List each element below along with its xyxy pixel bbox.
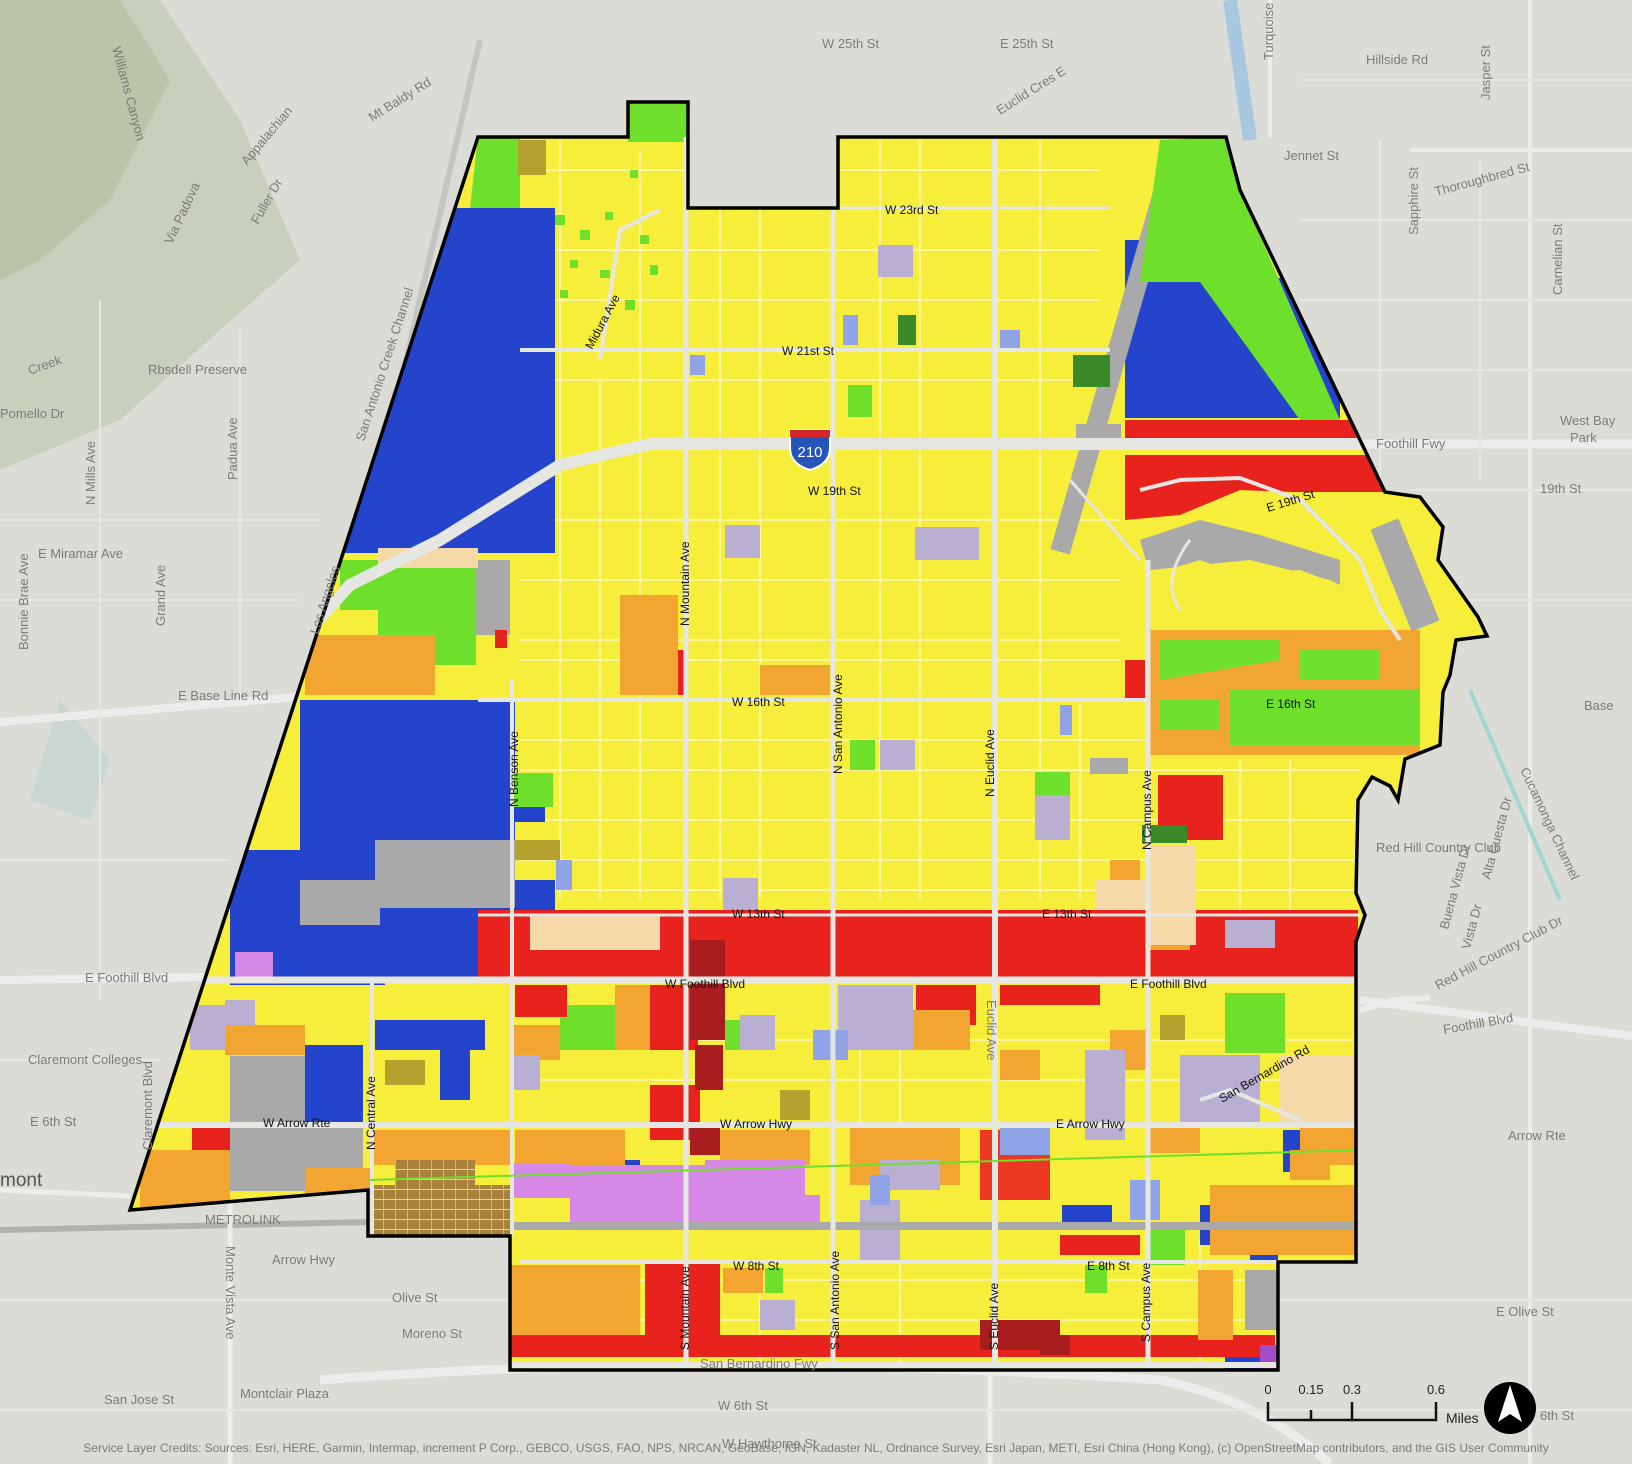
street-label: E 8th St [1087,1259,1130,1273]
basemap-label: Pomello Dr [0,406,65,421]
basemap-label: Carnelian St [1550,223,1565,295]
street-label: W 16th St [732,695,785,709]
basemap-label: West Bay [1560,413,1616,428]
street-label: N Euclid Ave [983,729,997,797]
basemap-label: Jennet St [1284,148,1339,163]
street-label: S Mountain Ave [678,1266,692,1350]
basemap-label: Red Hill Country Club [1376,840,1501,855]
north-arrow-icon [1484,1382,1536,1434]
street-label: N Campus Ave [1140,770,1154,850]
basemap-label: W Hawthorne St [722,1436,817,1451]
service-layer-credits: Service Layer Credits: Sources: Esri, HE… [83,1441,1549,1455]
street-label: W Arrow Hwy [720,1117,792,1131]
scale-bar: 0 0.15 0.3 0.6 Miles [1262,1382,1478,1430]
street-label: E 16th St [1266,697,1316,711]
basemap-label: Bonnie Brae Ave [16,553,31,650]
basemap-label: Claremont Colleges [28,1052,143,1067]
street-label: W 25th St [822,36,879,51]
street-label: S San Antonio Ave [828,1250,842,1350]
scale-units: Miles [1446,1410,1479,1426]
interstate-shield-icon: 210 [789,429,831,472]
basemap-label: Arrow Rte [1508,1128,1566,1143]
street-label: W 13th St [732,907,785,921]
basemap-label: METROLINK [205,1212,281,1227]
basemap-label: Base [1584,698,1614,713]
basemap-label: Monte Vista Ave [223,1246,238,1339]
basemap-label: Euclid Ave [984,1000,999,1060]
basemap-label: E 6th St [30,1114,77,1129]
street-label: W 23rd St [885,203,939,217]
street-label: E 25th St [1000,36,1054,51]
scale-tick: 0.15 [1298,1382,1324,1397]
basemap-label: Padua Ave [225,417,240,480]
basemap-label: Hillside Rd [1366,52,1428,67]
street-label: N San Antonio Ave [831,674,845,774]
basemap-label: Foothill Fwy [1376,436,1446,451]
basemap-label: E Base Line Rd [178,688,268,703]
basemap-label: San Jose St [104,1392,174,1407]
basemap-label: Park [1570,430,1597,445]
basemap-label: mont [0,1170,43,1191]
basemap-label: Turquoise [1261,3,1276,60]
scale-tick: 0.6 [1426,1382,1446,1397]
street-label: N Mountain Ave [678,541,692,626]
basemap-label: Arrow Hwy [272,1252,335,1267]
basemap-label: Rbsdell Preserve [148,362,247,377]
street-label: N Benson Ave [507,731,521,807]
basemap-label: E Miramar Ave [38,546,123,561]
basemap-label: Moreno St [402,1326,462,1341]
street-label: W Foothill Blvd [665,977,745,991]
basemap-label: 19th St [1540,481,1582,496]
scale-bar-graphic [1266,1402,1438,1422]
street-label: W 8th St [733,1259,780,1273]
basemap-label: Sapphire St [1406,167,1421,235]
basemap-label: Montclair Plaza [240,1386,330,1401]
street-label: W 21st St [782,344,835,358]
street-label: W Arrow Rte [263,1116,331,1130]
basemap-label: 6th St [1540,1408,1574,1423]
basemap-label: Jasper St [1478,45,1493,100]
scale-tick: 0 [1264,1382,1272,1397]
basemap-label: W 6th St [718,1398,768,1413]
street-label: S Euclid Ave [987,1283,1001,1350]
street-label: E Foothill Blvd [1130,977,1207,991]
basemap-label: E Olive St [1496,1304,1554,1319]
street-label: E Arrow Hwy [1056,1117,1125,1131]
basemap-label: N Mills Ave [83,441,98,505]
basemap-label: San Bernardino Fwy [700,1356,818,1371]
street-label: E 13th St [1042,907,1092,921]
street-label: S Campus Ave [1139,1263,1153,1342]
basemap-label: Grand Ave [153,565,168,626]
street-label: N Central Ave [364,1076,378,1150]
interstate-number: 210 [797,444,822,461]
basemap-terrain [0,0,300,820]
basemap-label: E Foothill Blvd [85,970,168,985]
basemap-label: Olive St [392,1290,438,1305]
scale-tick: 0.3 [1342,1382,1362,1397]
basemap-label: Claremont Blvd [140,1061,155,1150]
street-label: W 19th St [808,484,861,498]
city-boundary [127,100,1490,1372]
